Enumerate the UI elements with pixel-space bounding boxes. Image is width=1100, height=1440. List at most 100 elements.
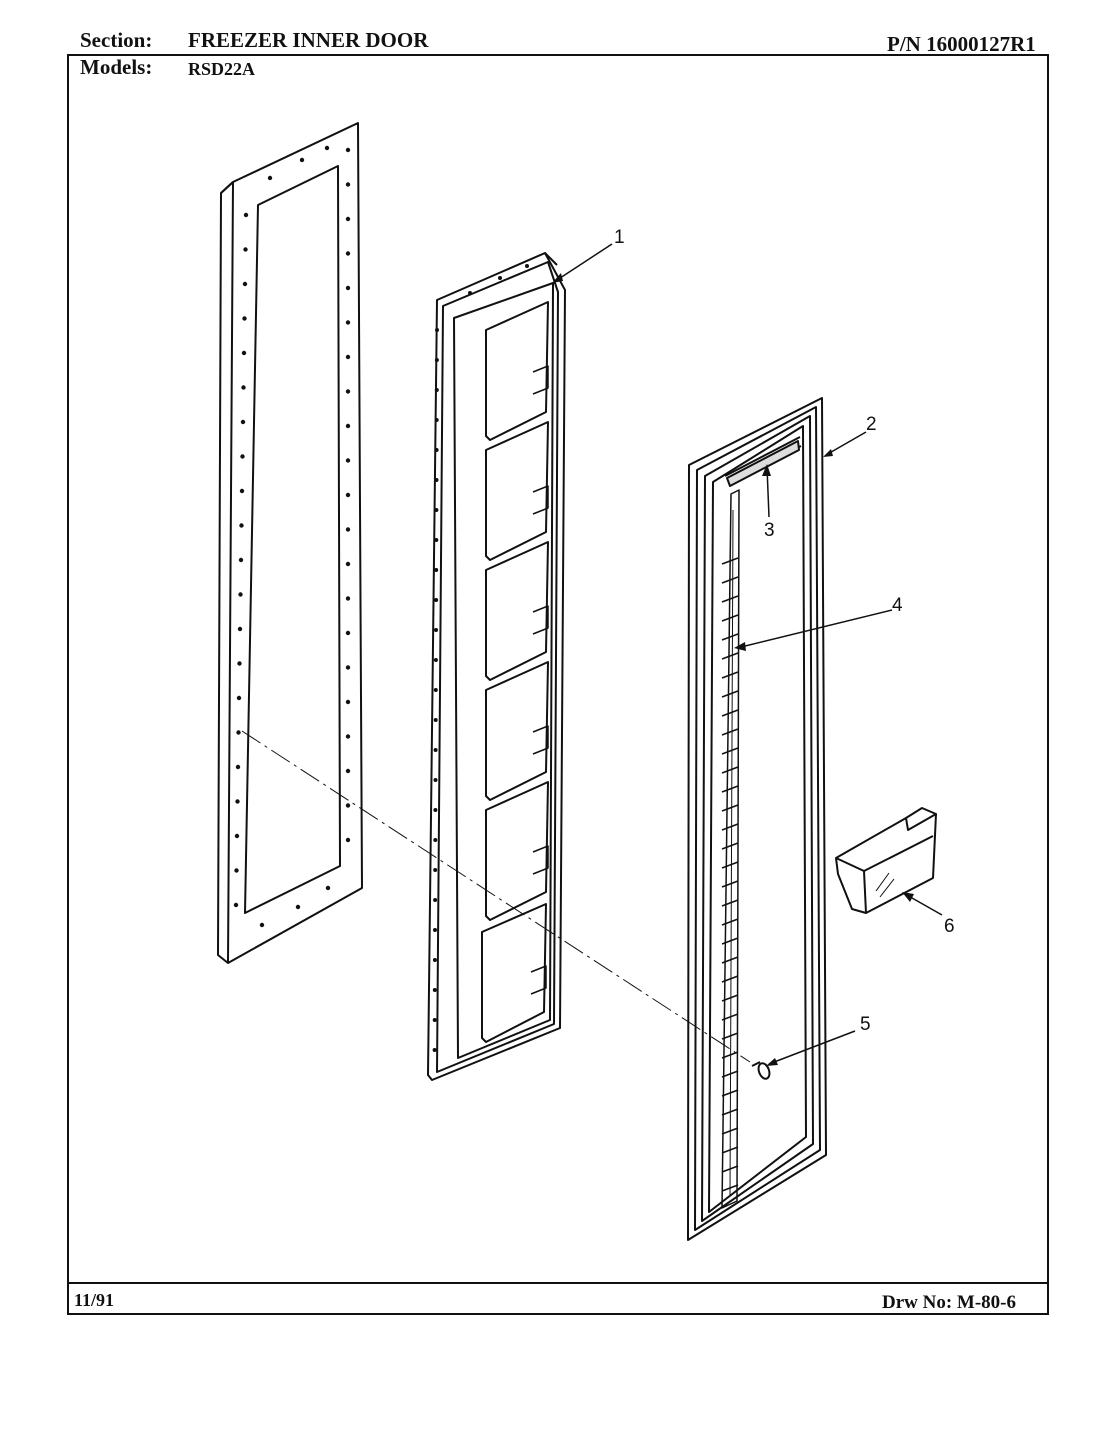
alignment-line [241,730,751,1063]
screw-hole [234,868,239,873]
screw-hole [432,1018,437,1022]
screw-hole [241,385,246,390]
footer-divider [67,1282,1049,1284]
screw-hole [299,157,305,163]
screw-hole [525,264,529,268]
footer-date: 11/91 [74,1290,115,1310]
screw-hole [345,389,351,394]
panel-rib [721,747,739,755]
panel-rib [721,728,739,736]
panel-rib [721,671,739,679]
screw-hole [433,718,438,722]
screw-hole [267,175,273,181]
screw-hole [241,350,247,356]
panel-rib [721,804,739,812]
panel-rib [721,880,739,888]
screw-hole [233,902,239,908]
panel-rib [721,557,739,565]
panel-rib [721,633,739,641]
screw-hole [295,904,301,910]
screw-hole [345,665,351,670]
panel-rib [721,1146,739,1154]
screw-hole [234,833,240,839]
callout-2: 2 [866,414,877,435]
panel-rib [721,1089,739,1097]
screw-hole [433,748,438,752]
screw-hole [345,734,351,739]
screw-hole [238,592,243,597]
screw-hole [345,803,351,808]
screw-hole [434,448,439,452]
screw-hole [345,630,351,636]
screw-hole [237,661,242,666]
liner-pocket-tabs [530,365,549,995]
screw-hole [434,478,439,482]
drawing-number: Drw No: M-80-6 [882,1292,1017,1313]
screw-hole [325,885,331,891]
panel-rib [721,614,739,622]
panel-rib [721,766,739,774]
panel-rib [721,1013,739,1021]
screw-hole [433,658,438,662]
panel-rib [721,1127,739,1135]
screw-hole [237,626,243,632]
screw-hole [498,276,502,280]
screw-hole [345,699,351,705]
panel-rib [721,937,739,945]
panel-rib [721,1032,739,1040]
screw-hole [345,768,351,774]
callout-3: 3 [764,520,775,541]
callout-1: 1 [614,227,625,248]
screw-hole [259,922,265,928]
section-value: FREEZER INNER DOOR [188,28,429,52]
screw-hole [434,598,439,602]
screw-hole [345,354,351,360]
panel-rib [721,1184,739,1192]
screw-hole [468,291,472,295]
panel-rib [721,652,739,660]
screw-hole [239,488,245,494]
screw-hole [345,527,351,532]
screw-hole [434,628,438,632]
screw-hole [242,316,247,321]
panel-rib [721,823,739,831]
screw-hole [433,868,438,872]
panel-rib [721,975,739,983]
section-label: Section: [80,28,153,52]
panel-rib [721,1108,739,1116]
screw-hole [238,557,244,563]
screw-hole [433,898,438,902]
breaker-frame-screw-holes [233,145,351,928]
screw-hole [432,1048,437,1052]
liner-flange-holes [432,264,529,1052]
panel-rib [721,918,739,926]
callout-4: 4 [892,595,903,616]
screw-hole [239,523,244,528]
door-bin [835,807,937,914]
screw-hole [432,958,437,962]
screw-hole [235,764,241,770]
callout-leaders [553,243,943,1065]
screw-hole [345,561,351,567]
screw-hole [434,418,439,422]
screw-hole [324,145,330,151]
screw-hole [433,778,438,782]
screw-hole [434,508,439,512]
screw-hole [236,695,242,701]
screw-hole [345,423,351,429]
screw-hole [434,388,439,392]
callout-6: 6 [944,916,955,937]
panel-rib [721,956,739,964]
screw-hole [243,212,249,218]
panel-ribs [721,557,739,1192]
screw-hole [345,182,351,187]
screw-hole [345,596,351,601]
door-gasket-panel [687,397,827,1241]
panel-rib [721,842,739,850]
panel-rib [721,861,739,869]
leader-arrowheads [552,273,914,1066]
breaker-frame [217,122,363,964]
screw-hole [345,320,351,325]
panel-rib [721,595,739,603]
